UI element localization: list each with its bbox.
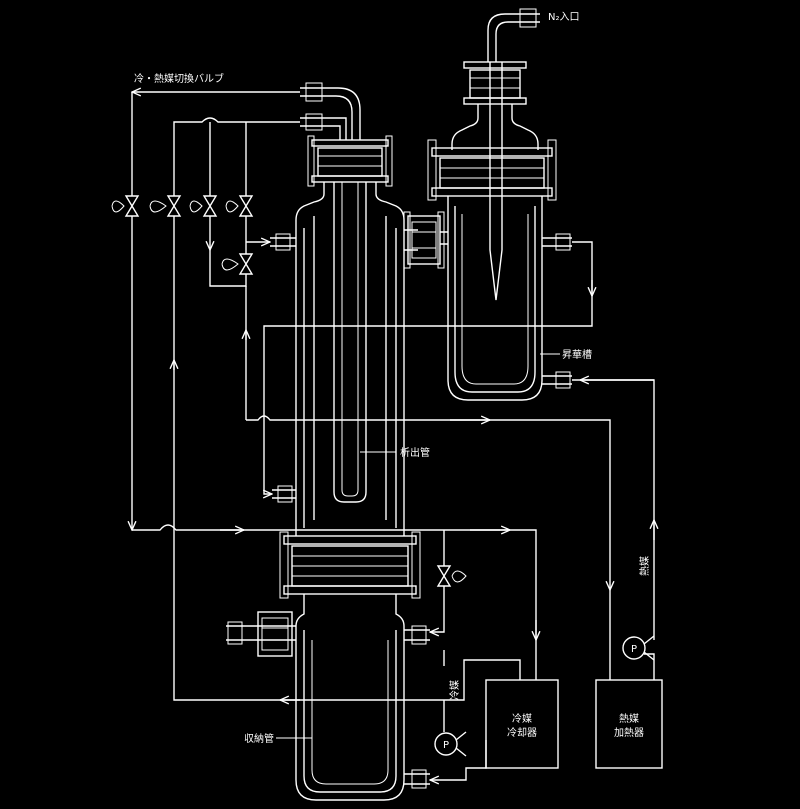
coolant-cooler-label-2: 冷却器 <box>507 726 537 739</box>
sublimation-vessel-label: 昇華槽 <box>562 348 592 361</box>
precipitation-tube <box>270 82 445 599</box>
heat-medium-vertical-label: 熱媒 <box>638 556 651 576</box>
n2-inlet-label: N₂入口 <box>548 12 580 23</box>
switch-valves <box>111 195 467 587</box>
piping <box>111 92 654 780</box>
pump-coolant-label: P <box>443 740 449 751</box>
heat-medium-heater: 熱媒 加熱器 <box>595 679 663 769</box>
collection-tube <box>226 594 430 801</box>
coolant-cooler: 冷媒 冷却器 <box>485 679 559 769</box>
collection-tube-label: 収納管 <box>244 732 274 745</box>
coolant-cooler-label-1: 冷媒 <box>512 712 532 725</box>
precipitation-tube-label: 析出管 <box>400 446 430 459</box>
heater-label-2: 加熱器 <box>614 726 644 739</box>
switch-valve-label: 冷・熱媒切換バルブ <box>134 72 224 85</box>
annotations: N₂入口 冷・熱媒切換バルブ 昇華槽 析出管 収納管 冷媒 熱媒 <box>134 12 651 745</box>
sublimation-vessel <box>427 8 572 401</box>
pump-coolant: P <box>434 731 467 757</box>
pump-heat-medium: P <box>622 635 655 661</box>
pump-heat-medium-label: P <box>631 644 637 655</box>
coolant-vertical-label: 冷媒 <box>448 680 461 700</box>
heater-label-1: 熱媒 <box>619 712 639 725</box>
